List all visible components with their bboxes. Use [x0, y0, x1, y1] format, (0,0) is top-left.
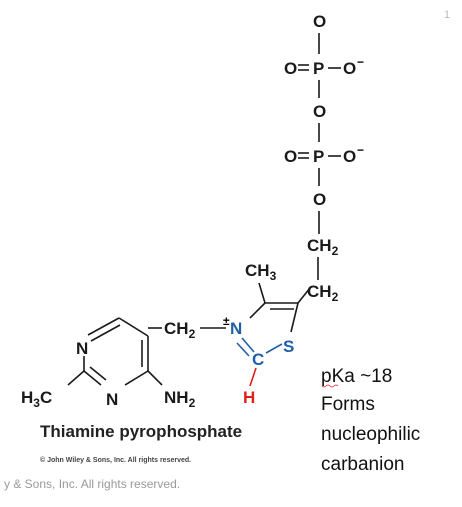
atom-O-double-2: O	[284, 147, 297, 166]
annotation-pka: pKa ~18	[321, 366, 392, 387]
atom-P-2: P	[313, 147, 324, 166]
atom-C2: C	[252, 350, 264, 369]
atom-P-1: P	[313, 59, 324, 78]
bond	[89, 366, 107, 381]
atom-O-bridge: O	[313, 102, 326, 121]
atom-N3: N	[106, 390, 118, 409]
atom-O-double-1: O	[284, 59, 297, 78]
charge-minus: −	[357, 143, 364, 157]
annotation-nucleophilic: nucleophilic	[321, 424, 420, 445]
atom-N1: N	[76, 339, 88, 358]
bond	[241, 337, 255, 353]
bond	[236, 342, 250, 357]
atom-O-top: O	[313, 12, 326, 31]
spellcheck-underline	[321, 384, 339, 388]
bond	[297, 287, 311, 304]
bond	[118, 317, 149, 337]
atom-O-ester: O	[313, 190, 326, 209]
atom-CH2-lower: CH2	[307, 282, 339, 304]
ethylene-linker: CH2 CH2	[307, 236, 339, 304]
bond	[87, 317, 120, 336]
bond	[67, 370, 85, 386]
annotation-forms: Forms	[321, 394, 375, 415]
bond	[249, 302, 266, 319]
annotation-carbanion: carbanion	[321, 454, 404, 475]
atom-H3C: H3C	[21, 388, 52, 410]
pyrimidine-ring: N N H3C NH2	[21, 317, 196, 410]
atom-H-acidic: H	[243, 388, 255, 407]
thiazolium-ring: CH3 N ± S C H	[223, 261, 311, 407]
charge-plus-minus: ±	[223, 314, 230, 328]
footer-copyright: y & Sons, Inc. All rights reserved.	[4, 477, 180, 491]
atom-CH3: CH3	[245, 261, 277, 283]
bond	[124, 370, 149, 386]
atom-O-minus-1: O	[343, 59, 356, 78]
molecule-name: Thiamine pyrophosphate	[40, 422, 242, 441]
annotation-block: pKa ~18 Forms nucleophilic carbanion	[321, 366, 420, 475]
atom-CH2-bridge: CH2	[164, 319, 196, 341]
methylene-bridge: CH2	[148, 319, 226, 341]
copyright-notice: © John Wiley & Sons, Inc. All rights res…	[40, 456, 191, 464]
page-number: 1	[444, 9, 450, 21]
atom-N-plus: N	[230, 319, 242, 338]
bond	[258, 282, 266, 304]
atom-S: S	[283, 337, 294, 356]
bond	[90, 324, 121, 342]
pyrophosphate-group: O O P O − O O P O − O	[284, 12, 364, 234]
atom-NH2: NH2	[164, 388, 196, 410]
bond	[83, 370, 102, 386]
bond	[147, 370, 163, 386]
bond	[265, 343, 283, 354]
bond	[249, 367, 257, 387]
atom-O-minus-2: O	[343, 147, 356, 166]
charge-minus: −	[357, 55, 364, 69]
atom-CH2-upper: CH2	[307, 236, 339, 258]
bond	[290, 302, 299, 333]
